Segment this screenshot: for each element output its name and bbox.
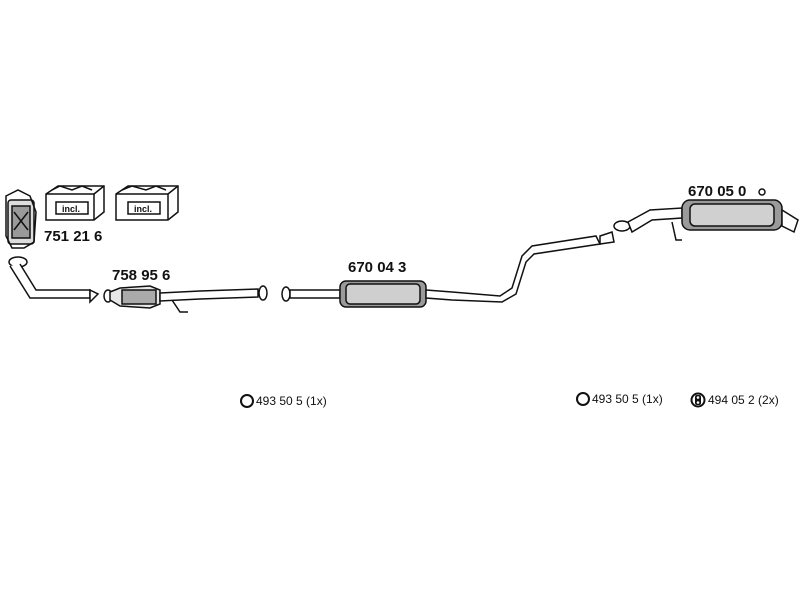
catalyst-part[interactable] [103, 285, 268, 313]
accessory-ring-2[interactable]: 493 50 5 (1x) [576, 392, 663, 406]
rubber-hanger-icon [690, 392, 706, 408]
rear-silencer-part[interactable] [613, 188, 799, 241]
kit-box-2[interactable] [115, 185, 179, 221]
accessory-ring-2-label: 493 50 5 (1x) [592, 392, 663, 406]
accessory-hanger-label: 494 05 2 (2x) [708, 393, 779, 407]
rear-silencer-part-number[interactable]: 670 05 0 [688, 183, 747, 200]
kit-label-2: incl. [134, 204, 153, 214]
manifold-part-number[interactable]: 751 21 6 [44, 228, 103, 245]
middle-silencer-part-number[interactable]: 670 04 3 [348, 259, 407, 276]
catalyst-part-number[interactable]: 758 95 6 [112, 267, 171, 284]
ring-icon [240, 394, 254, 408]
front-pipe[interactable] [8, 256, 100, 304]
kit-box-1[interactable] [45, 185, 105, 221]
accessory-ring-1[interactable]: 493 50 5 (1x) [240, 394, 327, 408]
middle-silencer-part[interactable] [281, 231, 615, 308]
kit-label-1: incl. [62, 204, 81, 214]
accessory-ring-1-label: 493 50 5 (1x) [256, 394, 327, 408]
accessory-hanger[interactable]: 494 05 2 (2x) [690, 392, 779, 408]
manifold-part[interactable] [5, 189, 37, 249]
ring-icon [576, 392, 590, 406]
